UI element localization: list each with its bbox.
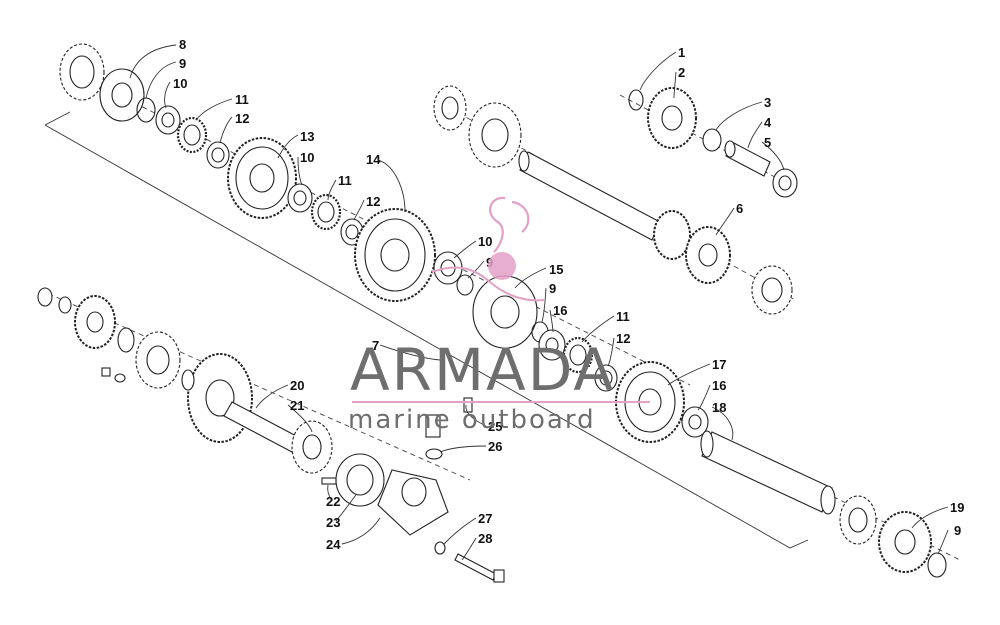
bolt-28 (454, 553, 505, 583)
gasket-23 (335, 453, 385, 507)
callout-15: 15 (549, 262, 563, 277)
bushing-4 (724, 140, 771, 177)
sensor-25 (425, 397, 473, 438)
callout-12: 12 (366, 194, 380, 209)
callout-1: 1 (678, 45, 685, 60)
armada-watermark: ARMADA marine outboard (348, 196, 650, 435)
thrust-washer-16 (538, 329, 566, 361)
seahorse-logo (431, 196, 545, 302)
callout-28: 28 (478, 531, 492, 546)
gear-shaft-20 (181, 353, 301, 453)
washer-left (58, 296, 72, 314)
callout-12: 12 (616, 331, 630, 346)
callout-11: 11 (235, 92, 249, 107)
callout-14: 14 (366, 152, 381, 167)
callout-18: 18 (712, 400, 726, 415)
callout-10: 10 (478, 234, 492, 249)
sleeve-12-right (594, 364, 618, 392)
callout-21: 21 (290, 398, 304, 413)
gear-19 (878, 511, 932, 573)
callout-24: 24 (326, 537, 341, 552)
callout-5: 5 (764, 135, 771, 150)
watermark-title: ARMADA (350, 336, 615, 404)
bearing-21 (291, 420, 333, 474)
washer-27 (434, 541, 446, 555)
callout-22: 22 (326, 494, 340, 509)
callout-12: 12 (235, 111, 249, 126)
pin-22 (321, 477, 337, 485)
spacer-left (117, 327, 135, 353)
bearing-top-center-2 (468, 102, 522, 168)
circlip-9-center (456, 274, 474, 296)
callout-27: 27 (478, 511, 492, 526)
callout-2: 2 (678, 65, 685, 80)
gear-2 (647, 87, 697, 149)
housing-24 (377, 469, 449, 536)
callout-3: 3 (764, 95, 771, 110)
callout-20: 20 (290, 378, 304, 393)
bearing-top-center (433, 85, 467, 131)
callout-25: 25 (488, 419, 502, 434)
callout-9: 9 (954, 523, 961, 538)
callout-9: 9 (549, 281, 556, 296)
callout-16: 16 (712, 378, 726, 393)
callout-23: 23 (326, 515, 340, 530)
callout-13: 13 (300, 129, 314, 144)
sleeve-12-mid (340, 218, 364, 246)
callout-16: 16 (553, 303, 567, 318)
clutch-hub-15 (472, 275, 538, 349)
callout-10: 10 (300, 150, 314, 165)
seal-5 (772, 168, 798, 198)
sleeve-12-top (206, 141, 230, 169)
thrust-washer-10-top (155, 105, 181, 135)
thrust-washer-16-lower (681, 406, 709, 438)
needle-bearing-11-right (562, 336, 594, 374)
circlip-1 (628, 89, 644, 111)
washer-3 (702, 128, 722, 152)
bearing-left-lower (135, 331, 181, 389)
leader-lines (129, 44, 949, 561)
callout-19: 19 (950, 500, 964, 515)
clutch-hub-top (99, 68, 145, 122)
bearing-lower-right (839, 495, 877, 545)
callout-11: 11 (616, 309, 630, 324)
bearing-left-top (59, 43, 105, 101)
callout-9: 9 (179, 56, 186, 71)
callout-11: 11 (338, 173, 352, 188)
needle-bearing-11-top (176, 116, 208, 154)
main-shaft-6 (518, 150, 731, 284)
needle-bearing-11-mid (310, 193, 342, 231)
callout-6: 6 (736, 201, 743, 216)
callout-8: 8 (179, 37, 186, 52)
nut-left (37, 287, 53, 307)
thrust-washer-10-mid (287, 183, 313, 213)
callout-10: 10 (173, 76, 187, 91)
bearing-right-top (751, 265, 793, 315)
callout-7: 7 (372, 338, 379, 353)
circlip-9-lower (927, 552, 947, 578)
output-shaft-18 (700, 430, 836, 515)
callout-26: 26 (488, 439, 502, 454)
gear-14 (354, 208, 436, 302)
sprocket-left (74, 295, 116, 349)
bolt-small (101, 367, 126, 383)
assembly-frame (44, 111, 809, 549)
watermark-subtitle: marine outboard (348, 405, 596, 435)
callout-labels: 8 9 10 11 12 13 10 11 12 14 10 9 15 9 16… (173, 37, 964, 552)
callout-4: 4 (764, 115, 772, 130)
o-ring-26 (425, 448, 443, 460)
callout-17: 17 (712, 357, 726, 372)
gear-13 (227, 137, 297, 219)
